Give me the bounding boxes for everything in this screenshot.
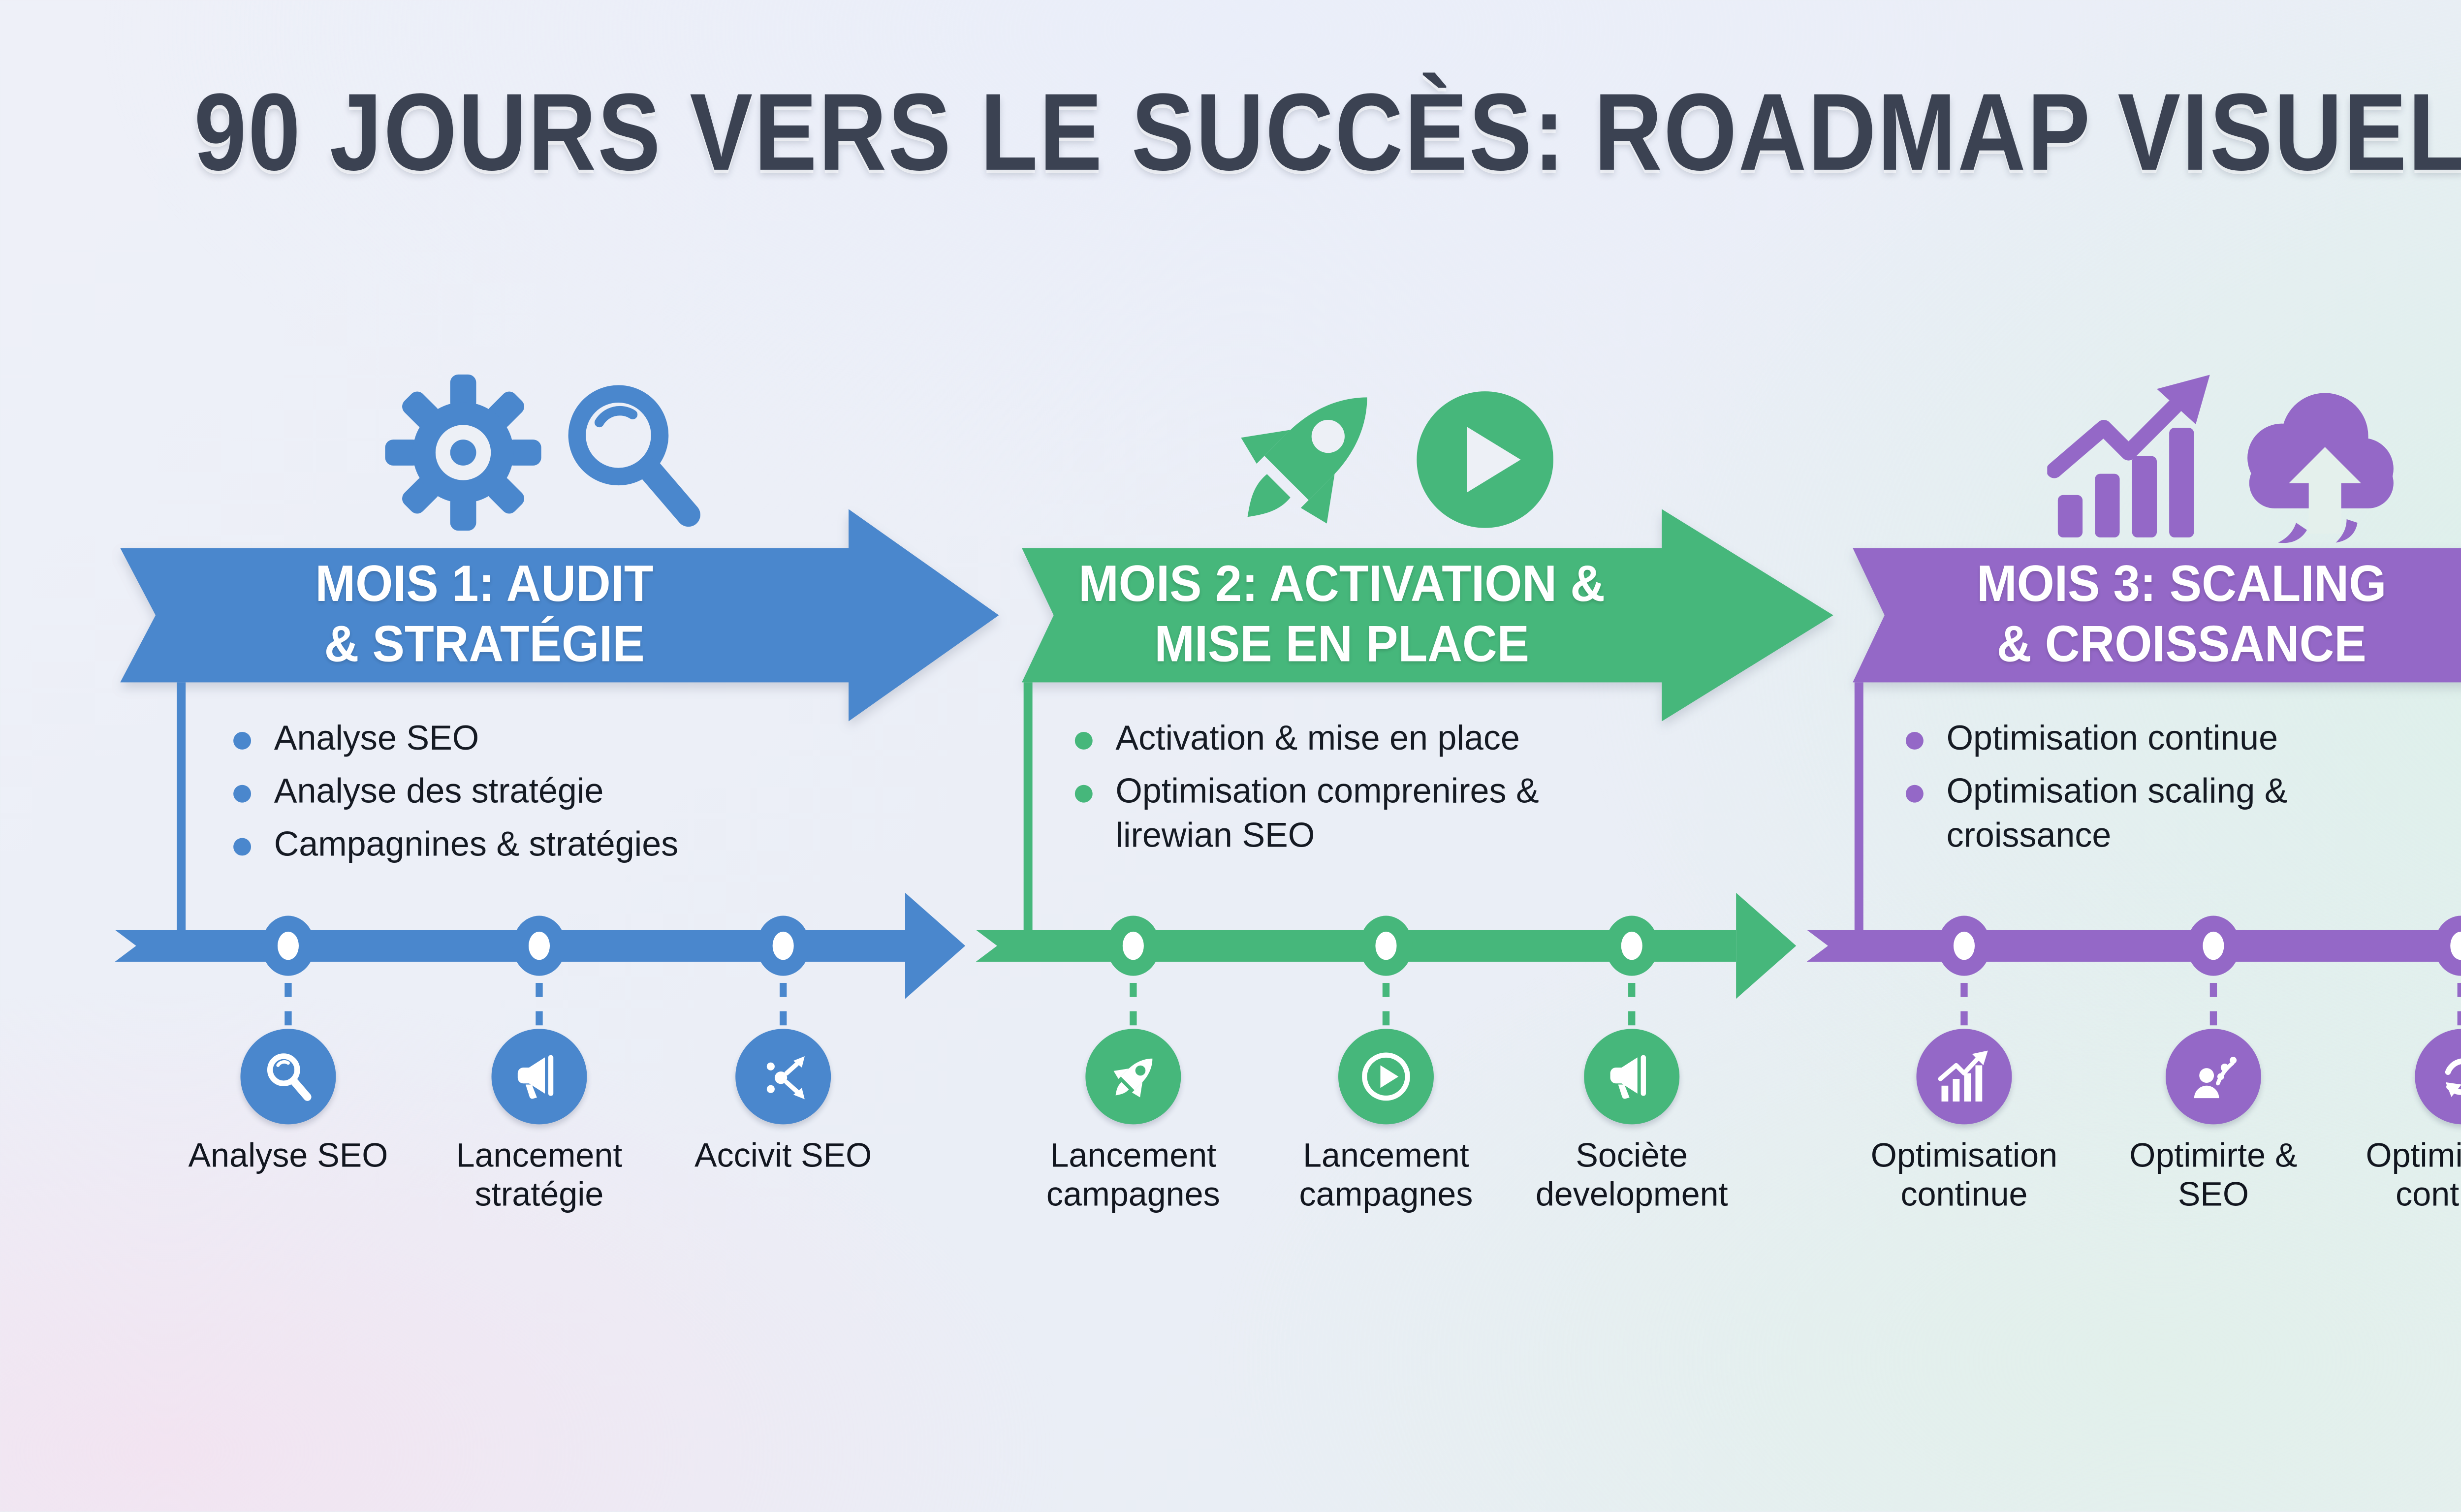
timeline-node (2187, 915, 2240, 976)
bullet-text: Activation & mise en place (1115, 719, 1520, 758)
list-item: Optimisation continue (1905, 718, 2401, 762)
timeline-arrowhead (1736, 892, 1797, 999)
list-item: Optimisation scaling & croissance (1905, 771, 2401, 859)
milestone-label: Analyse SEO (188, 1138, 388, 1176)
banner-title-line1: MOIS 1: AUDIT (315, 557, 654, 614)
banner-mois-3: MOIS 3: SCALING & CROISSANCE (1853, 509, 2461, 722)
bullet-list-mois-1: Analyse SEO Analyse des stratégie Campag… (233, 718, 764, 877)
bullet-text: Analyse des stratégie (274, 772, 604, 812)
megaphone-icon (491, 1029, 587, 1125)
dashed-connector (1628, 983, 1636, 1026)
share-network-icon (735, 1029, 831, 1125)
bullet-dot (1074, 785, 1093, 803)
dashed-connector (2457, 983, 2461, 1026)
growth-chart-icon (2047, 371, 2224, 548)
dashed-connector (1382, 983, 1390, 1026)
milestone-label: Sociète development (1535, 1138, 1728, 1215)
milestone-label: Lancement stratégie (456, 1138, 623, 1215)
bullet-dot (233, 785, 252, 803)
banner-title-line2: & STRATÉGIE (324, 617, 645, 674)
timeline-node (261, 915, 315, 976)
person-growth-icon (2165, 1029, 2261, 1125)
banner-title-line1: MOIS 3: SCALING (1977, 557, 2387, 614)
banner-title-line2: MISE EN PLACE (1154, 617, 1530, 674)
milestone-label: Optimirte & SEO (2129, 1138, 2298, 1215)
dashed-connector (1130, 983, 1137, 1026)
timeline-node (1106, 915, 1160, 976)
milestone-label: Optimisation continue (2366, 1138, 2461, 1215)
banner-title-line2: & CROISSANCE (1996, 617, 2366, 674)
dashed-connector (2209, 983, 2217, 1026)
bullet-text: Analyse SEO (274, 719, 479, 758)
list-item: Analyse des stratégie (233, 771, 764, 815)
bullet-dot (1905, 732, 1924, 750)
dashed-connector (1960, 983, 1968, 1026)
timeline-node (1937, 915, 1991, 976)
connector-line (1023, 682, 1033, 932)
bullet-dot (1905, 785, 1924, 803)
bullet-text: Optimisation comprenires & lirewian SEO (1115, 772, 1539, 856)
bullet-text: Optimisation scaling & croissance (1946, 772, 2288, 856)
list-item: Optimisation comprenires & lirewian SEO (1074, 771, 1606, 859)
banner-mois-1: MOIS 1: AUDIT & STRATÉGIE (120, 509, 999, 722)
magnifier-icon (240, 1029, 336, 1125)
bullet-dot (233, 838, 252, 856)
rocket-icon (1213, 364, 1397, 548)
milestone-label: Lancement campagnes (1046, 1138, 1220, 1215)
milestone-label: Accivit SEO (694, 1138, 872, 1176)
dashed-connector (284, 983, 292, 1026)
banner-mois-2: MOIS 2: ACTIVATION & MISE EN PLACE (1022, 509, 1833, 722)
timeline-node (512, 915, 566, 976)
growth-chart-icon (1916, 1029, 2012, 1125)
page-title: 90 JOURS VERS LE SUCCÈS: ROADMAP VISUELL… (194, 72, 2461, 195)
timeline-node (1605, 915, 1659, 976)
bullet-list-mois-2: Activation & mise en place Optimisation … (1074, 718, 1606, 868)
bullet-text: Campagnines & stratégies (274, 825, 679, 865)
list-item: Analyse SEO (233, 718, 764, 762)
play-ring-icon (1338, 1029, 1434, 1125)
dashed-connector (536, 983, 543, 1026)
magnifier-icon (552, 375, 711, 534)
timeline-segment-mois-3 (1806, 930, 2461, 962)
connector-line (177, 682, 186, 932)
cloud-upload-icon (2224, 368, 2404, 548)
rocket-icon (1085, 1029, 1181, 1125)
refresh-icon (2415, 1029, 2461, 1125)
banner-title-line1: MOIS 2: ACTIVATION & (1078, 557, 1606, 614)
milestone-label: Lancement campagnes (1299, 1138, 1473, 1215)
bullet-list-mois-3: Optimisation continue Optimisation scali… (1905, 718, 2401, 868)
megaphone-icon (1584, 1029, 1680, 1125)
timeline-node (2434, 915, 2461, 976)
timeline-arrowhead (905, 892, 966, 999)
list-item: Activation & mise en place (1074, 718, 1606, 762)
timeline-node (1359, 915, 1413, 976)
dashed-connector (779, 983, 787, 1026)
gear-icon (382, 371, 544, 534)
timeline-node (757, 915, 810, 976)
bullet-dot (233, 732, 252, 750)
connector-line (1854, 682, 1863, 932)
list-item: Campagnines & stratégies (233, 824, 764, 868)
milestone-label: Optimisation continue (1870, 1138, 2058, 1215)
play-icon (1411, 385, 1559, 534)
bullet-dot (1074, 732, 1093, 750)
bullet-text: Optimisation continue (1946, 719, 2278, 758)
